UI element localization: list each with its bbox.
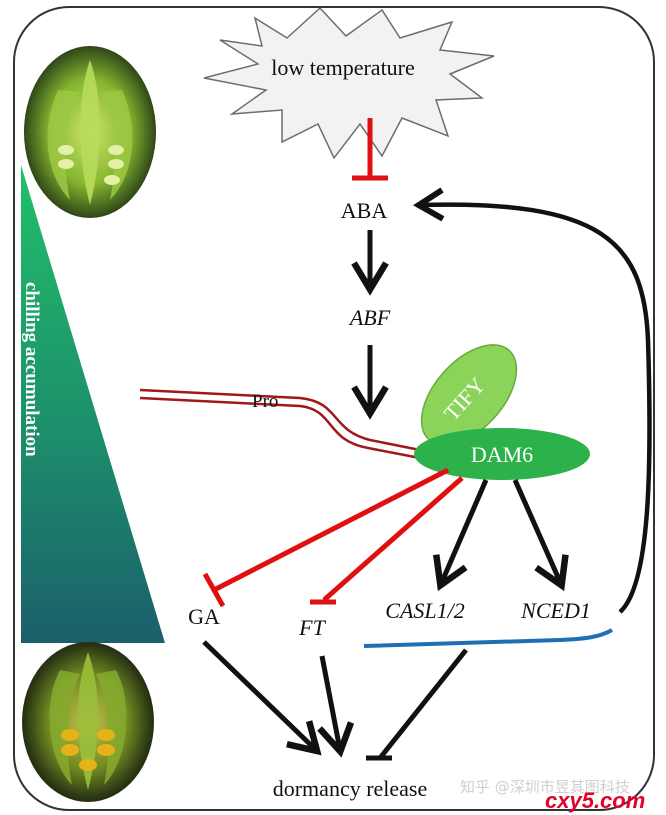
gradient-label: chilling accumulation xyxy=(21,282,42,457)
inhibit-casl-release xyxy=(378,648,468,760)
promoter-line-upper xyxy=(139,388,421,452)
low-temperature-burst xyxy=(203,6,495,160)
inhibit-dam6-ga-bar xyxy=(202,572,226,608)
dam6-label: DAM6 xyxy=(471,442,533,467)
watermark-source: 知乎 @深圳市昱其图科技 xyxy=(460,778,630,796)
casl-label: CASL1/2 xyxy=(385,598,464,623)
promoter-line-lower xyxy=(139,396,421,460)
aba-label: ABA xyxy=(341,198,388,223)
dam6-node: DAM6 xyxy=(414,428,590,480)
inhibit-dam6-ga xyxy=(212,467,450,593)
outcome-label: dormancy release xyxy=(273,776,428,801)
bud-photo-top xyxy=(24,46,156,218)
ft-label: FT xyxy=(298,615,326,640)
arrow-dam6-nced xyxy=(512,478,569,592)
ga-label: GA xyxy=(188,604,220,629)
feedback-arrow-nced-aba xyxy=(412,187,652,614)
watermark-site: cxy5.com xyxy=(545,788,645,813)
casl-nced-bracket xyxy=(363,628,614,648)
arrow-ft-release xyxy=(317,655,355,758)
arrow-ga-release xyxy=(202,640,322,756)
abf-label: ABF xyxy=(348,305,391,330)
inhibit-dam6-ft xyxy=(322,476,464,602)
stimulus-label: low temperature xyxy=(271,55,415,80)
chilling-gradient-triangle xyxy=(21,165,165,643)
arrow-dam6-casl xyxy=(433,479,489,592)
promoter-label: Pro xyxy=(252,391,278,412)
bud-photo-bottom xyxy=(22,642,154,802)
nced-label: NCED1 xyxy=(520,598,591,623)
